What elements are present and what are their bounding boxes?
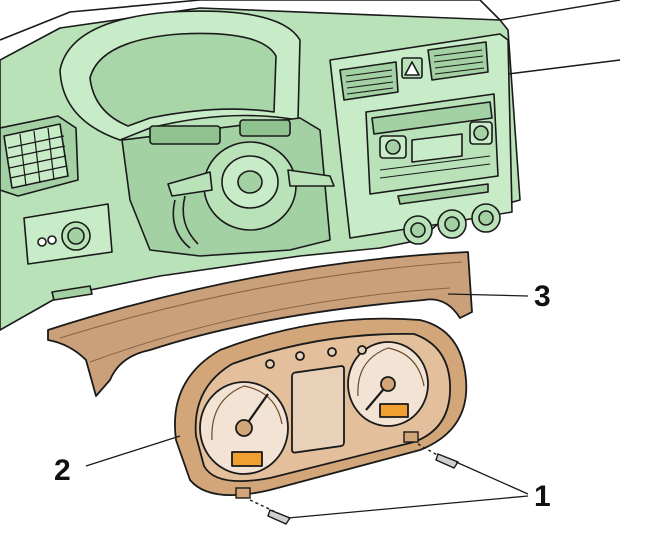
wiring-harness-2	[182, 195, 199, 245]
stalk-left	[167, 171, 213, 197]
leader-2	[85, 435, 181, 467]
speedometer-gauge	[199, 381, 289, 475]
trim-cover	[47, 251, 473, 397]
radio-unit	[365, 93, 499, 195]
instrument-hood-inner	[89, 32, 277, 127]
wiring-harness	[172, 199, 191, 249]
leader-3	[447, 293, 529, 297]
indicator-lamp	[295, 351, 305, 361]
screw-icon	[235, 487, 292, 525]
callout-2: 2	[54, 454, 71, 487]
dashboard-top-edge	[0, 0, 501, 41]
indicator-lamp	[327, 347, 337, 357]
switch-indicator	[37, 237, 47, 247]
dashboard	[0, 0, 521, 331]
recess-clip-right	[239, 119, 291, 137]
callout-3: 3	[534, 280, 551, 313]
climate-controls	[403, 203, 501, 245]
recess-clip-left	[149, 125, 221, 145]
steering-shaft	[237, 170, 263, 194]
dashboard-slot	[51, 285, 93, 301]
indicator-lamp	[357, 345, 367, 355]
radio-display	[411, 133, 463, 163]
console-slot	[397, 183, 489, 205]
warning-panel-left	[231, 451, 263, 467]
callout-1: 1	[534, 480, 551, 513]
instrument-cluster	[174, 317, 468, 497]
air-vent-icon	[339, 61, 399, 101]
light-switch-panel	[23, 203, 113, 265]
tachometer-gauge	[347, 341, 429, 427]
windscreen-line-1	[499, 0, 621, 21]
screw-icon	[403, 431, 460, 469]
warning-panel-right	[379, 403, 409, 418]
indicator-lamp	[265, 359, 275, 369]
stalk-right	[287, 169, 335, 187]
callout-leaders	[85, 293, 529, 519]
warning-triangle-icon	[401, 57, 423, 79]
leader-1b	[287, 495, 529, 519]
center-display	[291, 365, 345, 454]
air-vent-icon	[0, 115, 79, 197]
leader-1a	[455, 461, 529, 495]
air-vent-icon	[427, 41, 489, 81]
windscreen-line-2	[507, 59, 621, 75]
